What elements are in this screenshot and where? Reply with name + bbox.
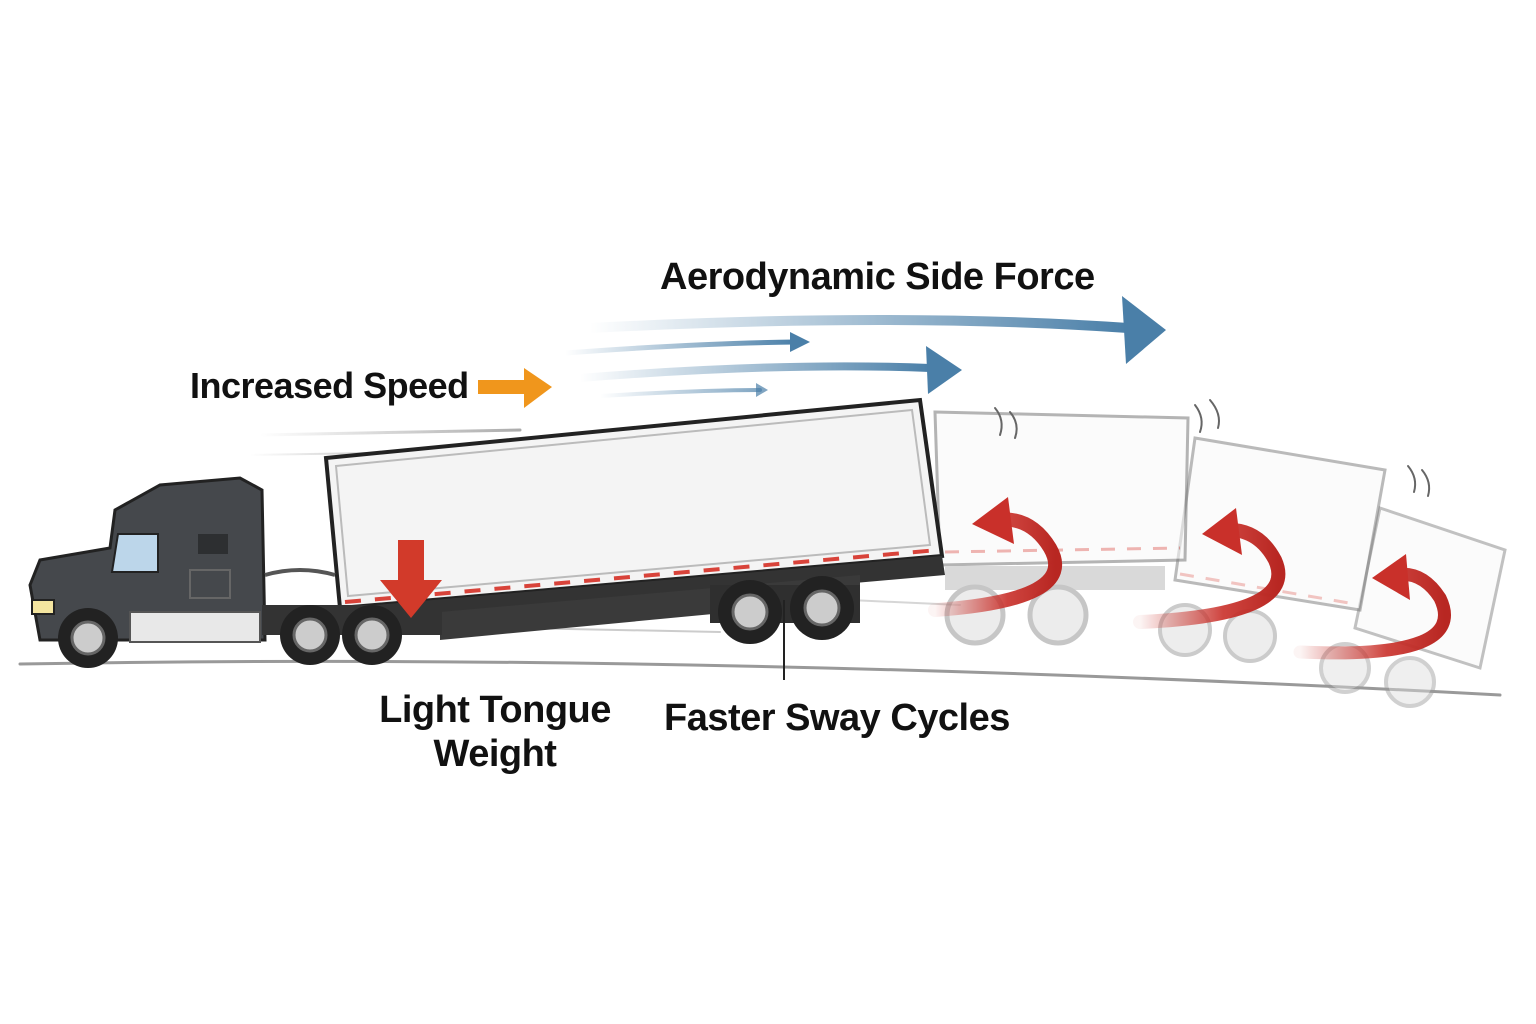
aero-arrowhead-small	[790, 332, 810, 352]
aerodynamic-arrows	[565, 296, 1166, 397]
aero-arrowhead-medium	[926, 346, 962, 394]
increased-speed-label: Increased Speed	[190, 365, 469, 407]
cab-wheel	[280, 605, 340, 665]
aerodynamic-side-force-label: Aerodynamic Side Force	[660, 256, 1095, 299]
aero-arrowhead-large	[1122, 296, 1166, 364]
faster-sway-cycles-label: Faster Sway Cycles	[664, 697, 1010, 740]
light-tongue-weight-label: Light Tongue Weight	[370, 688, 620, 776]
trailer-wheel	[790, 576, 854, 640]
cab-wheel	[58, 608, 118, 668]
aero-arrowhead-faint	[756, 383, 768, 397]
cab-window	[112, 534, 158, 572]
speed-arrow	[478, 368, 552, 408]
trailer-wheel	[718, 580, 782, 644]
cab-wheel	[342, 605, 402, 665]
